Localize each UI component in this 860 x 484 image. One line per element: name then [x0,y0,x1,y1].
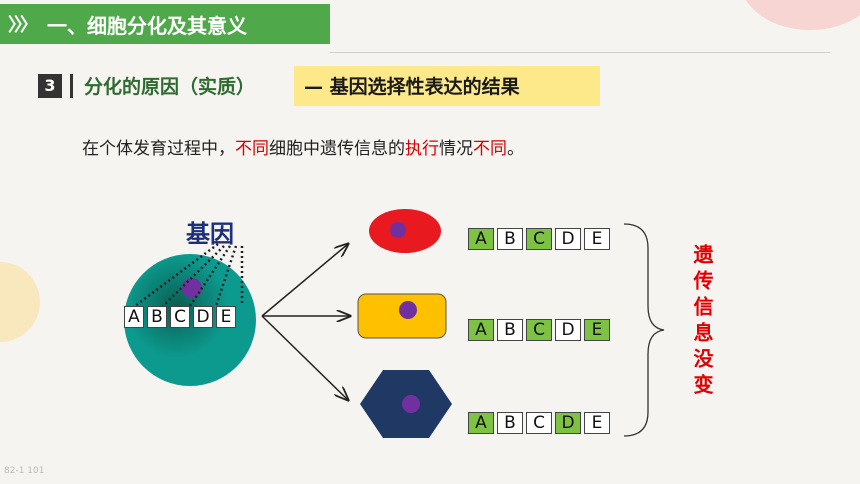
stem-gene-row: A B C D E [124,306,239,328]
gene-box-inactive: C [526,412,552,434]
gene-box-active: C [526,319,552,341]
header-divider [330,52,830,53]
gene-box-active: A [468,228,494,250]
corner-text: 82-1 101 [4,466,45,476]
gene-box: D [193,306,213,328]
gene-box-active: A [468,319,494,341]
subtitle-highlight [294,66,600,106]
gene-row-3: A B C D E [468,412,613,434]
stem-cell-nucleus [182,278,202,298]
gene-box-inactive: B [497,319,523,341]
sentence-part: 细胞中遗传信息的 [269,139,405,159]
sentence-part: 情况 [439,139,473,159]
sentence-part: 在个体发育过程中， [82,139,235,159]
sentence-emphasis: 执行 [405,139,439,159]
header-banner: 〉〉〉 一、细胞分化及其意义 [0,4,330,44]
sentence-part: 。 [507,139,524,159]
gene-pointer-line [134,242,219,308]
gene-box-active: D [555,412,581,434]
section-number: 3 [38,74,62,98]
gene-box-active: C [526,228,552,250]
gene-pointer-line [162,245,225,307]
gene-box-active: A [468,412,494,434]
gene-box-inactive: E [584,412,610,434]
sentence-emphasis: 不同 [473,139,507,159]
gene-box-inactive: B [497,228,523,250]
gene-box: A [124,306,144,328]
page-title: 一、细胞分化及其意义 [47,13,247,38]
navy-cell-nucleus [402,395,420,413]
gene-row-1: A B C D E [468,228,613,250]
yellow-cell-nucleus [399,301,417,319]
gene-box-active: E [584,319,610,341]
conclusion-text: 遗传信息没变 [690,244,714,400]
section-number-bar [70,74,73,98]
gene-box: C [170,306,190,328]
gene-label: 基因 [186,220,234,248]
gene-box-inactive: D [555,319,581,341]
explanation-sentence: 在个体发育过程中，不同细胞中遗传信息的执行情况不同。 [82,134,524,159]
stem-cell [124,254,256,386]
red-cell-nucleus [390,222,406,238]
gene-row-2: A B C D E [468,319,613,341]
gene-box: E [216,306,236,328]
gene-pointer-line [188,245,232,307]
gene-box: B [147,306,167,328]
chevron-icon: 〉〉〉 [8,15,38,36]
arrow-to-cell-1 [261,244,348,317]
gene-box-inactive: D [555,228,581,250]
arrow-to-cell-3 [261,315,348,400]
gene-box-inactive: E [584,228,610,250]
section-subtitle-highlight: — 基因选择性表达的结果 [304,76,520,98]
gene-box-inactive: B [497,412,523,434]
section-subtitle: 分化的原因（实质） [84,76,256,98]
gene-pointer-line [214,245,238,307]
sentence-emphasis: 不同 [235,139,269,159]
curly-brace [623,223,665,437]
